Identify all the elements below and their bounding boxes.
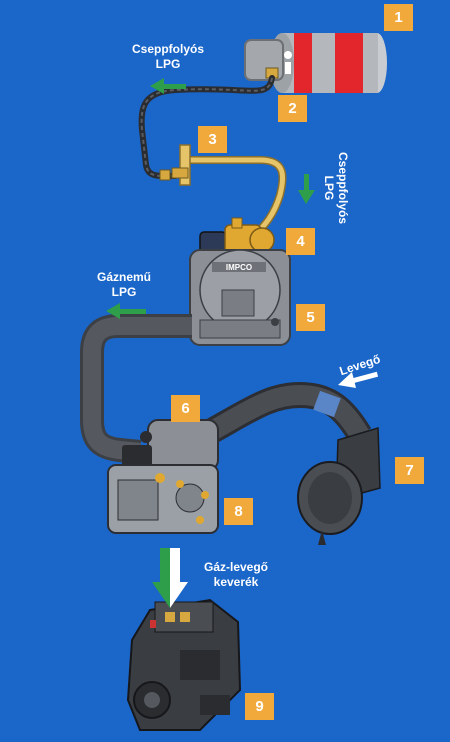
badge-9: 9	[245, 693, 274, 720]
mixture-label-line1: Gáz-levegő	[203, 560, 269, 574]
badge-4: 4	[286, 228, 315, 255]
gas-lpg-label-line2: LPG	[111, 285, 137, 299]
liquid-lpg-label-top: Cseppfolyós LPG	[118, 42, 218, 72]
mixture-label: Gáz-levegő keverék	[186, 560, 286, 590]
badge-7: 7	[395, 457, 424, 484]
air-filter-icon	[297, 427, 381, 545]
liquid-lpg-label-top-line1: Cseppfolyós	[131, 42, 204, 56]
valve-icon	[171, 144, 287, 239]
filler-pipe-icon	[138, 75, 275, 181]
mixture-flow-arrow	[152, 548, 188, 608]
engine-icon	[126, 598, 242, 731]
badge-3: 3	[198, 126, 227, 153]
reducer-evaporator-icon: IMPCO	[189, 249, 291, 346]
svg-text:IMPCO: IMPCO	[226, 263, 252, 272]
badge-6: 6	[171, 395, 200, 422]
liquid-lpg-label-side: Cseppfolyós LPG	[322, 152, 350, 224]
gas-lpg-label-line1: Gáznemű	[96, 270, 151, 284]
throttle-body-icon	[107, 419, 219, 534]
liquid-lpg-label-side-line1: Cseppfolyós	[336, 152, 350, 225]
air-flow-arrow	[338, 371, 379, 388]
badge-8: 8	[224, 498, 253, 525]
badge-5: 5	[296, 304, 325, 331]
liquid-lpg-label-side-line2: LPG	[322, 175, 336, 201]
liquid-flow-arrow-left	[150, 78, 186, 94]
liquid-flow-arrow-down	[298, 174, 315, 204]
badge-1: 1	[384, 4, 413, 31]
gas-lpg-label: Gáznemű LPG	[84, 270, 164, 300]
mixture-label-line2: keverék	[213, 575, 259, 589]
badge-2: 2	[278, 95, 307, 122]
lpg-tank-icon	[244, 33, 387, 93]
gas-flow-arrow-left	[106, 303, 146, 319]
liquid-lpg-label-top-line2: LPG	[155, 57, 181, 71]
